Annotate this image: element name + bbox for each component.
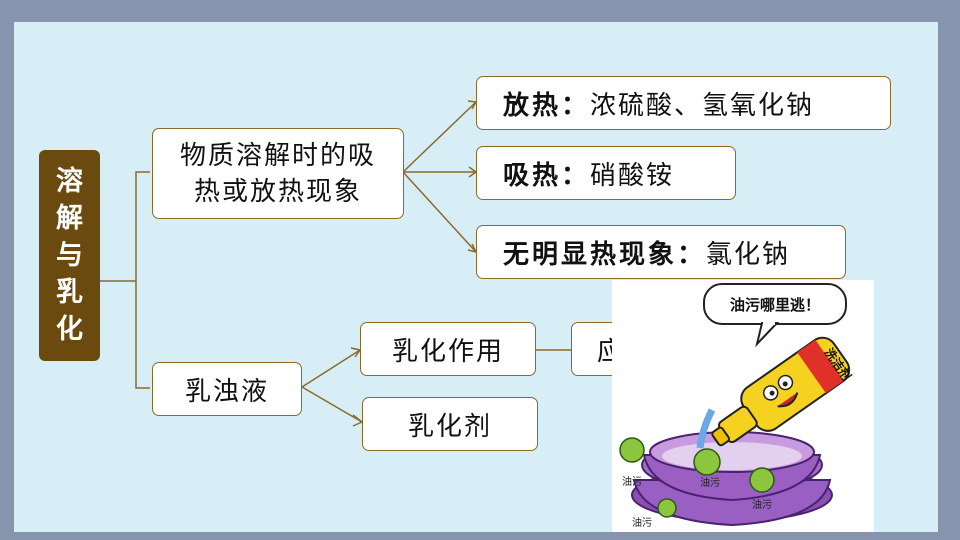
detergent-cartoon: 油污哪里逃！ 洗洁剂 油污 油污 油污 油污 <box>612 280 874 532</box>
emulsification-label: 乳化作用 <box>391 336 504 367</box>
emulsifier-label: 乳化剂 <box>407 411 492 442</box>
emulsion-label: 乳浊液 <box>184 376 269 407</box>
exothermic-examples: 浓硫酸、氢氧化钠 <box>590 90 815 121</box>
node-emulsion: 乳浊液 <box>152 362 302 416</box>
root-char: 化 <box>56 314 83 345</box>
root-char: 乳 <box>56 277 83 308</box>
node-dissolution-heat: 物质溶解时的吸 热或放热现象 <box>152 128 404 219</box>
node-dissolution-heat-line1: 物质溶解时的吸 <box>179 140 376 171</box>
stain-label: 油污 <box>632 516 652 529</box>
stain-label: 油污 <box>752 498 772 511</box>
detergent-bottle-icon <box>711 336 851 447</box>
no-heat-examples: 氯化钠 <box>706 239 791 270</box>
no-heat-heading: 无明显热现象： <box>503 239 707 270</box>
root-char: 与 <box>56 240 83 271</box>
exothermic-heading: 放热： <box>503 90 591 121</box>
node-endothermic: 吸热： 硝酸铵 <box>476 146 736 200</box>
root-char: 溶 <box>56 166 83 197</box>
speech-bubble: 油污哪里逃！ <box>703 283 847 348</box>
node-no-heat-change: 无明显热现象： 氯化钠 <box>476 225 846 279</box>
node-dissolution-heat-line2: 热或放热现象 <box>193 176 362 207</box>
bowl-icon <box>631 431 833 527</box>
node-exothermic: 放热： 浓硫酸、氢氧化钠 <box>476 76 891 130</box>
detergent-stream <box>696 408 716 449</box>
speech-bubble-text: 油污哪里逃！ <box>730 296 820 314</box>
stain-characters: 油污 油污 油污 油污 <box>619 437 775 529</box>
endothermic-examples: 硝酸铵 <box>590 160 675 191</box>
stain-label: 油污 <box>700 476 720 489</box>
root-node: 溶 解 与 乳 化 <box>39 150 100 361</box>
root-char: 解 <box>56 203 83 234</box>
node-emulsification: 乳化作用 <box>360 322 536 376</box>
node-emulsifier: 乳化剂 <box>362 397 538 451</box>
stain-label: 油污 <box>622 475 642 488</box>
endothermic-heading: 吸热： <box>503 160 591 191</box>
